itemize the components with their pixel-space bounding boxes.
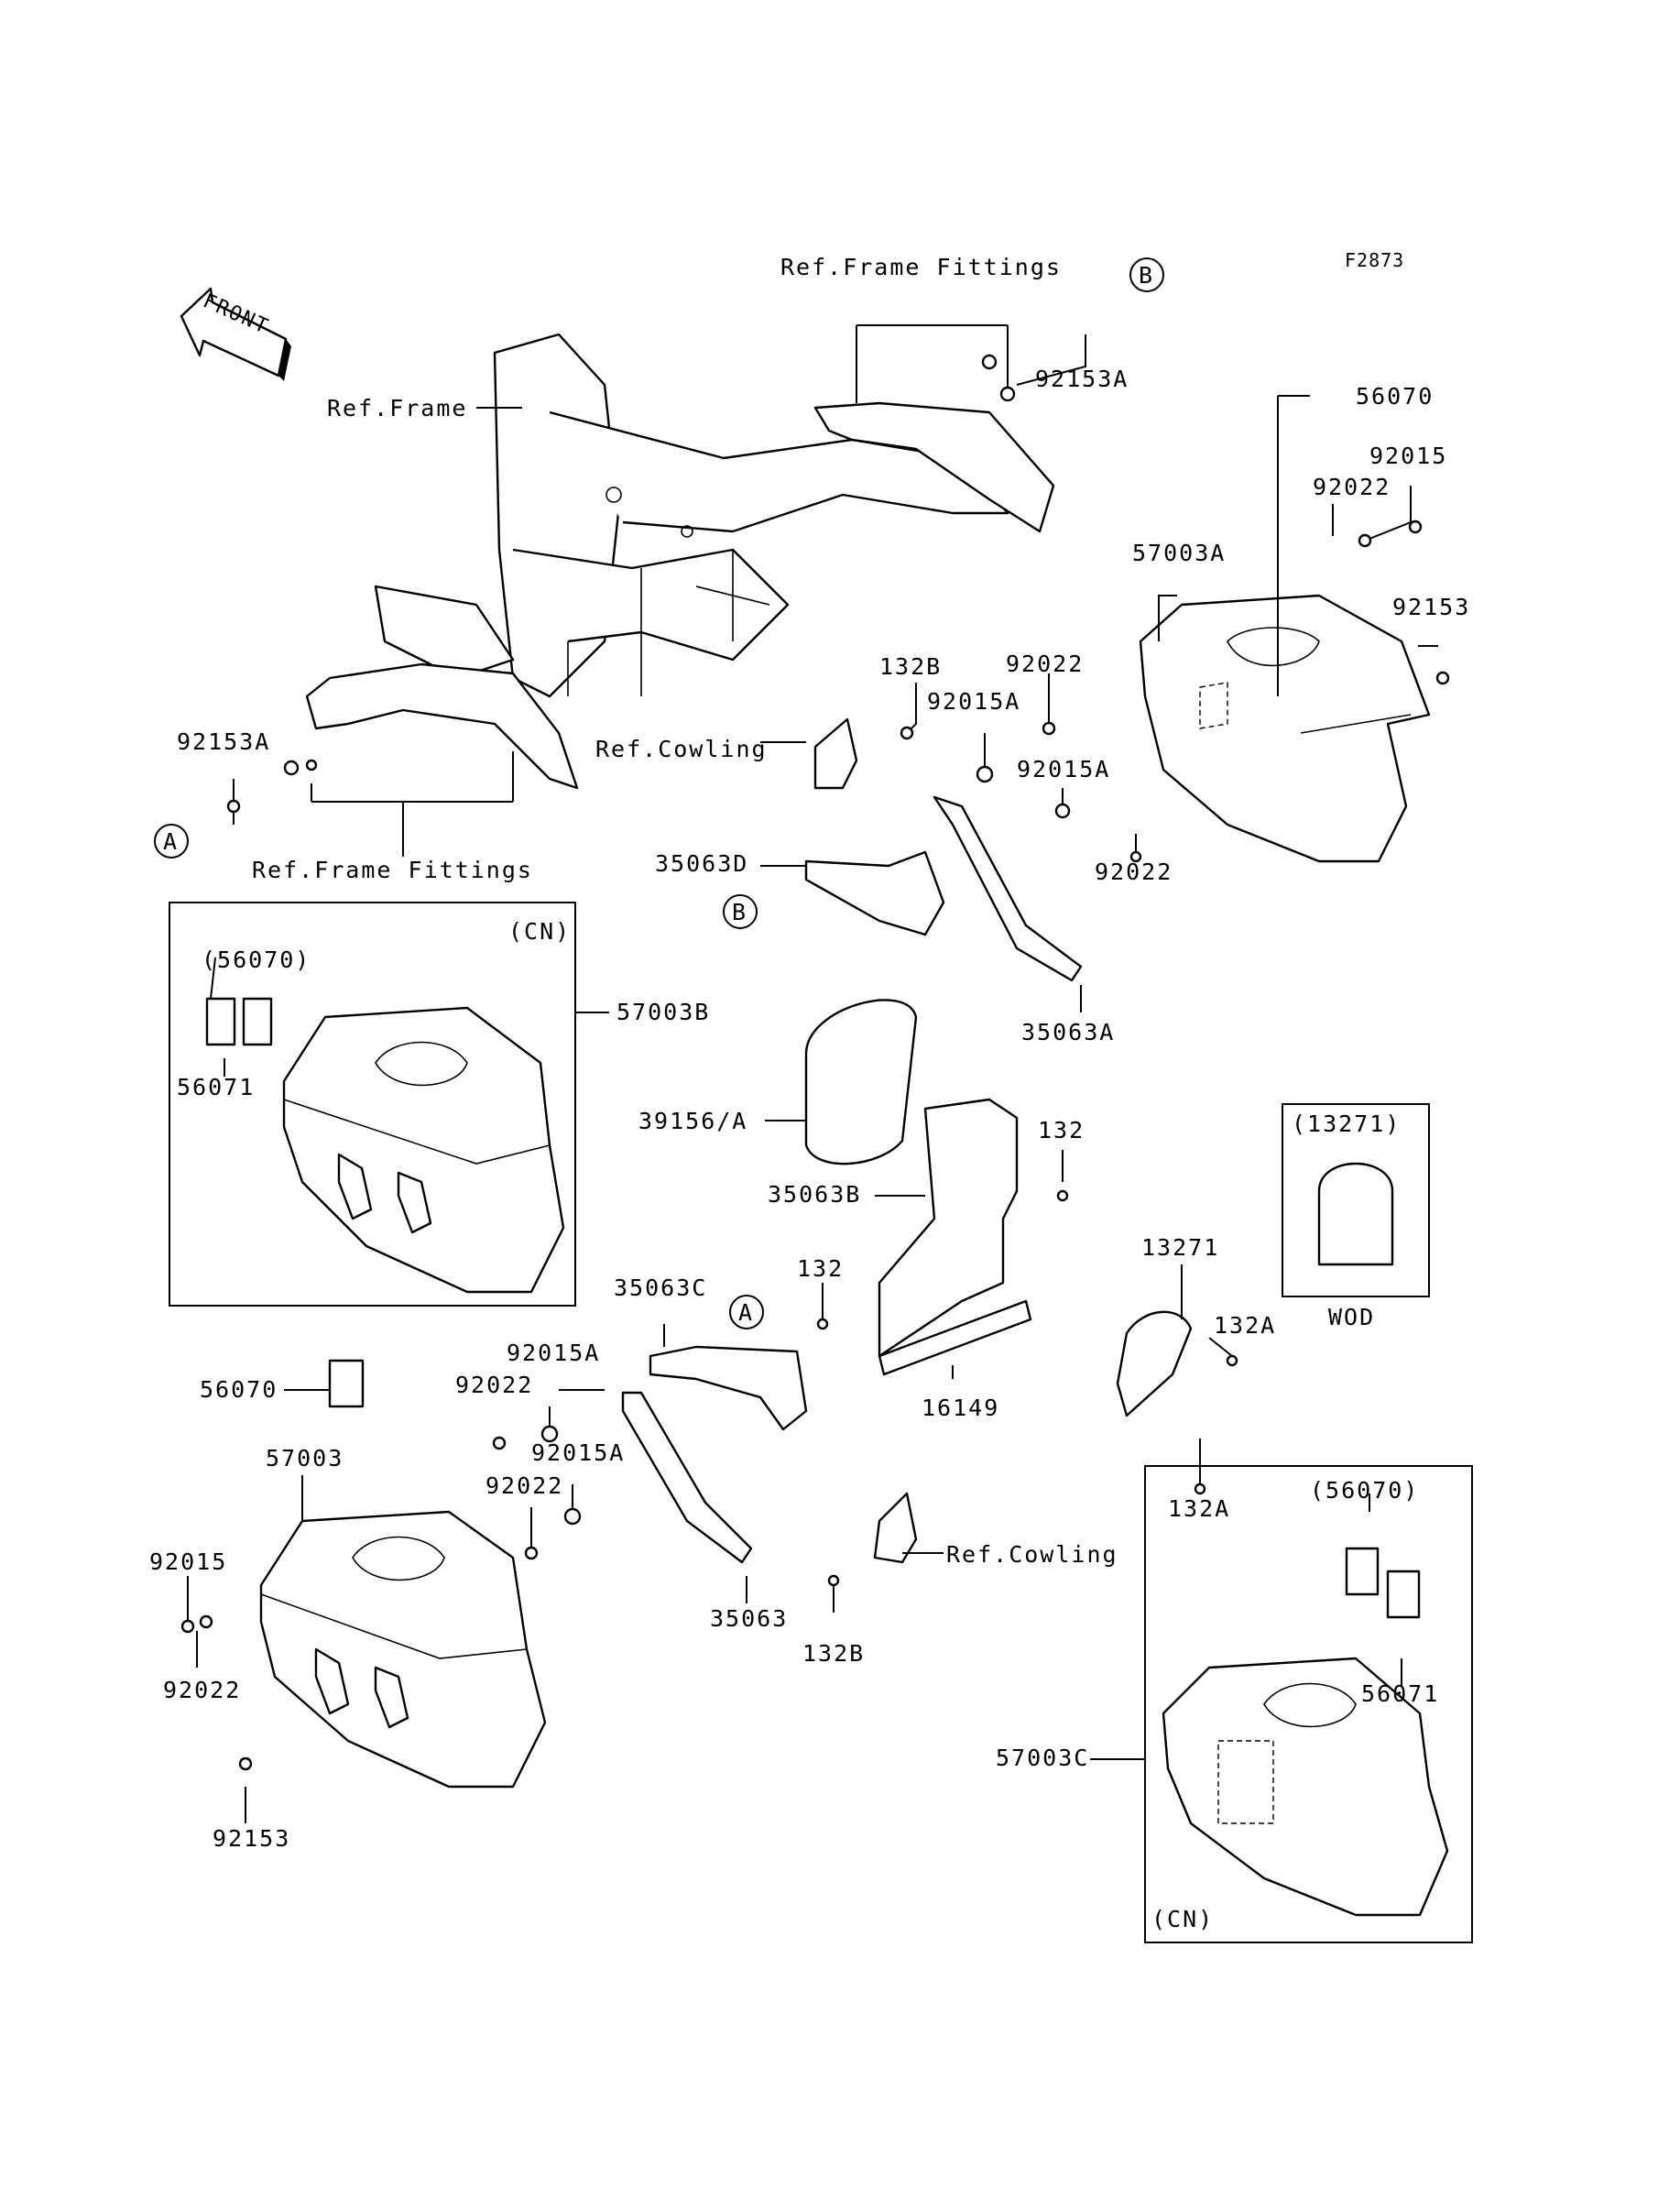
svg-text:B: B xyxy=(732,899,747,925)
sissy-bar-35063B xyxy=(878,1098,1019,1358)
part-92015A-b: 92015A xyxy=(1017,756,1110,782)
marker-a-mid: A xyxy=(729,1295,764,1329)
part-132-a: 132 xyxy=(1038,1117,1085,1143)
part-35063A: 35063A xyxy=(1021,1019,1115,1045)
part-92015A-d: 92015A xyxy=(531,1439,625,1466)
marker-b-top: B xyxy=(1129,257,1164,292)
cn-label-right: (CN) xyxy=(1151,1906,1214,1932)
part-56070-cn2: (56070) xyxy=(1310,1477,1419,1504)
bracket-35063A xyxy=(933,795,1083,982)
hardware-fasteners xyxy=(180,354,1450,1771)
part-92022-d: 92022 xyxy=(485,1472,563,1499)
part-56070-cn: (56070) xyxy=(202,946,311,973)
part-56071-left: 56071 xyxy=(177,1074,255,1100)
svg-text:B: B xyxy=(1139,262,1154,289)
part-92153A-left: 92153A xyxy=(177,728,270,755)
part-35063C: 35063C xyxy=(614,1275,707,1301)
figure-code: F2873 xyxy=(1345,249,1404,271)
part-92015-low: 92015 xyxy=(149,1548,227,1575)
part-92022-mid: 92022 xyxy=(1006,651,1084,677)
cn-label-left: (CN) xyxy=(508,918,571,945)
saddlebag-57003C xyxy=(1162,1657,1449,1917)
front-arrow-icon: FRONT xyxy=(180,287,291,381)
part-57003C: 57003C xyxy=(996,1745,1089,1771)
part-35063B: 35063B xyxy=(768,1181,861,1208)
cowling-ref-bottom xyxy=(873,1492,918,1564)
label-plate-56070-left xyxy=(205,997,273,1046)
part-56070-low: 56070 xyxy=(200,1376,278,1403)
part-132B-low: 132B xyxy=(802,1640,865,1667)
frame-drawing xyxy=(374,333,1009,698)
part-13271: 13271 xyxy=(1141,1234,1219,1261)
part-132A-b: 132A xyxy=(1168,1495,1230,1522)
saddlebag-57003 xyxy=(259,1510,547,1789)
svg-text:A: A xyxy=(738,1299,754,1326)
part-56070-top: 56070 xyxy=(1356,383,1434,410)
part-56071-right: 56071 xyxy=(1361,1680,1439,1707)
label-plate-56070-low xyxy=(328,1359,365,1408)
part-92022-c: 92022 xyxy=(455,1372,533,1398)
plate-16149 xyxy=(878,1299,1032,1376)
cn-box-left xyxy=(169,902,576,1307)
part-35063: 35063 xyxy=(710,1605,788,1632)
ref-cowling-top: Ref.Cowling xyxy=(595,736,768,762)
bracket-35063 xyxy=(621,1391,753,1564)
part-132A-a: 132A xyxy=(1214,1312,1276,1339)
frame-fitting-top xyxy=(813,401,1055,533)
part-57003A: 57003A xyxy=(1132,540,1226,566)
frame-fitting-left xyxy=(305,662,579,790)
cowling-ref-top xyxy=(813,717,858,790)
ref-frame-fittings-left: Ref.Frame Fittings xyxy=(252,857,533,883)
part-16149: 16149 xyxy=(922,1395,999,1421)
cover-13271 xyxy=(1116,1310,1193,1417)
wod-cover-13271 xyxy=(1317,1162,1394,1266)
part-57003: 57003 xyxy=(266,1445,344,1471)
backrest-pad-39156 xyxy=(804,999,918,1165)
part-92015-top: 92015 xyxy=(1369,443,1447,469)
part-92153A-top: 92153A xyxy=(1035,366,1129,392)
part-57003B: 57003B xyxy=(616,999,710,1025)
part-39156: 39156/A xyxy=(638,1108,747,1134)
part-92022-right: 92022 xyxy=(1095,859,1173,885)
ref-frame: Ref.Frame xyxy=(327,395,467,421)
wod-box xyxy=(1282,1103,1430,1297)
bracket-35063C xyxy=(649,1345,808,1431)
wod-label: WOD xyxy=(1328,1304,1375,1330)
part-92022-top: 92022 xyxy=(1313,474,1391,500)
saddlebag-57003A xyxy=(1139,594,1431,863)
saddlebag-57003B xyxy=(282,1006,565,1294)
part-92153-low: 92153 xyxy=(213,1825,290,1852)
part-92015A-c: 92015A xyxy=(507,1340,600,1366)
part-132-b: 132 xyxy=(797,1255,844,1282)
part-92015A-a: 92015A xyxy=(927,688,1020,715)
part-92153-right: 92153 xyxy=(1392,594,1470,620)
part-35063D: 35063D xyxy=(655,850,748,877)
part-92022-low: 92022 xyxy=(163,1677,241,1703)
ref-frame-fittings-top: Ref.Frame Fittings xyxy=(780,254,1062,280)
marker-b-mid: B xyxy=(723,894,758,929)
part-132B-top: 132B xyxy=(879,653,942,680)
svg-text:A: A xyxy=(163,828,179,855)
label-plate-56070-right xyxy=(1345,1547,1421,1619)
wod-ref-label: (13271) xyxy=(1292,1110,1401,1137)
marker-a-left: A xyxy=(154,824,189,859)
bracket-35063D xyxy=(804,850,945,936)
cn-box-right xyxy=(1144,1465,1473,1943)
ref-cowling-bottom: Ref.Cowling xyxy=(946,1541,1118,1568)
